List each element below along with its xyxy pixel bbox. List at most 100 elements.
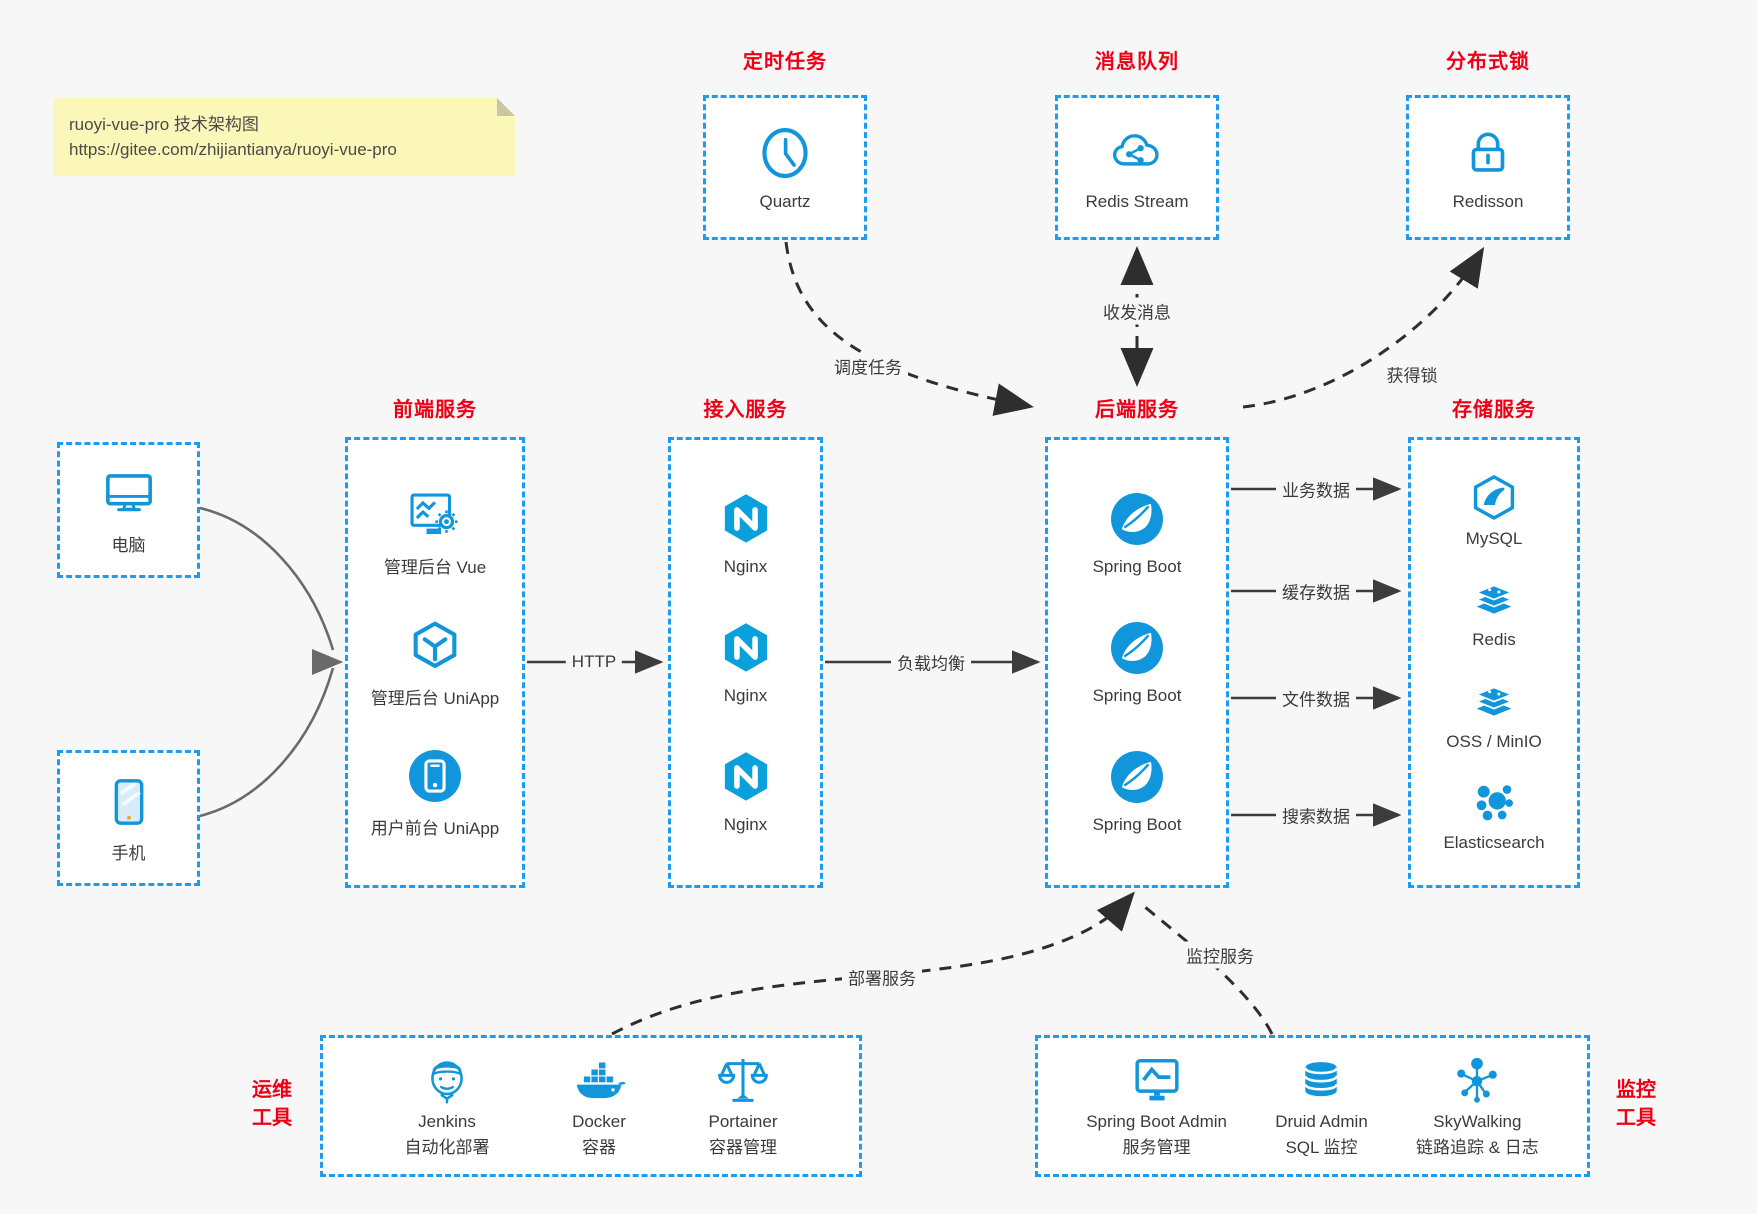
storage-box: MySQL Redis OSS (1408, 437, 1580, 888)
tool-jenkins: Jenkins 自动化部署 (405, 1052, 490, 1160)
lock-icon (1459, 124, 1517, 182)
edge-label-acquire-lock: 获得锁 (1380, 360, 1444, 388)
tool-druid-admin: Druid Admin SQL 监控 (1275, 1052, 1368, 1160)
admin-vue-icon (406, 486, 464, 544)
tool-desc: 容器 (582, 1138, 616, 1157)
node-label: Redis (1472, 630, 1516, 650)
edge-label-file-data: 文件数据 (1276, 684, 1356, 712)
portainer-scales-icon (715, 1052, 771, 1108)
skywalking-network-icon (1449, 1052, 1505, 1108)
node-redis: Redis (1468, 573, 1520, 650)
quartz-box: Quartz (703, 95, 867, 240)
column-title-gateway: 接入服务 (703, 399, 788, 421)
spring-boot-icon (1108, 490, 1166, 548)
tool-name: Portainer (708, 1112, 778, 1131)
tool-desc: 链路追踪 & 日志 (1415, 1138, 1539, 1157)
monitor-tools-title-line2: 工具 (1616, 1107, 1656, 1129)
tool-desc: 自动化部署 (404, 1138, 490, 1157)
gateway-box: Nginx Nginx Nginx (668, 437, 823, 888)
nginx-icon (717, 490, 775, 548)
backend-box: Spring Boot Spring Boot Spring Boot (1045, 437, 1229, 888)
phone-icon (100, 773, 158, 831)
redis-stack-icon (1468, 573, 1520, 625)
edge-monitor-service (1139, 901, 1274, 1035)
node-admin-uniapp: 管理后台 UniApp (371, 617, 499, 709)
node-nginx-2: Nginx (717, 619, 775, 706)
node-label: Elasticsearch (1443, 832, 1545, 852)
mysql-icon (1468, 472, 1520, 524)
tool-name: Spring Boot Admin (1086, 1112, 1227, 1131)
tool-name: Druid Admin (1275, 1112, 1368, 1131)
node-admin-vue: 管理后台 Vue (384, 486, 486, 578)
tool-desc: 服务管理 (1122, 1138, 1191, 1157)
node-label: OSS / MinIO (1446, 731, 1542, 751)
monitor-tools-title: 监控 工具 (1600, 1076, 1672, 1132)
user-app-icon (406, 747, 464, 805)
tool-name: Docker (572, 1112, 626, 1131)
monitor-tools-title-line1: 监控 (1616, 1079, 1656, 1101)
node-label: Redis Stream (1085, 191, 1189, 211)
note-fold-corner (497, 98, 515, 116)
node-springboot-3: Spring Boot (1092, 748, 1182, 835)
node-springboot-1: Spring Boot (1092, 490, 1182, 577)
clock-icon (756, 124, 814, 182)
tool-name: SkyWalking (1433, 1112, 1522, 1131)
node-nginx-3: Nginx (717, 748, 775, 835)
edge-label-cache-data: 缓存数据 (1276, 577, 1356, 605)
edge-phone-to-frontend (199, 667, 335, 818)
edge-pc-to-frontend (199, 506, 335, 651)
group-title-distributed-lock: 分布式锁 (1446, 51, 1530, 73)
tool-name: Jenkins (418, 1112, 476, 1131)
node-springboot-2: Spring Boot (1093, 619, 1181, 706)
node-label: Spring Boot (1092, 815, 1182, 834)
desktop-icon (100, 465, 158, 523)
monitor-tools-box: Spring Boot Admin 服务管理 Druid Admin SQL 监… (1035, 1035, 1590, 1177)
column-title-backend: 后端服务 (1095, 399, 1179, 421)
frontend-box: 管理后台 Vue 管理后台 UniApp 用户前台 UniApp (345, 437, 525, 888)
edge-label-schedule-task: 调度任务 (828, 352, 908, 380)
column-title-storage: 存储服务 (1452, 399, 1536, 421)
node-label: MySQL (1465, 529, 1523, 549)
cloud-share-icon (1108, 124, 1166, 182)
tool-desc: SQL 监控 (1285, 1138, 1358, 1157)
edge-schedule-task (784, 241, 1034, 416)
ops-tools-box: Jenkins 自动化部署 Docker 容器 (320, 1035, 862, 1177)
node-elasticsearch: Elasticsearch (1443, 776, 1545, 853)
node-label: Spring Boot (1092, 557, 1182, 576)
elasticsearch-icon (1468, 776, 1520, 828)
phone-client-box: 手机 (57, 750, 200, 886)
node-label: Nginx (723, 557, 768, 576)
spring-boot-admin-icon (1129, 1052, 1185, 1108)
node-label: Redisson (1452, 191, 1524, 211)
oss-stack-icon (1468, 675, 1520, 727)
node-mysql: MySQL (1465, 472, 1523, 549)
spring-boot-icon (1108, 619, 1166, 677)
ops-tools-title: 运维 工具 (236, 1076, 308, 1132)
tool-portainer: Portainer 容器管理 (708, 1052, 778, 1160)
ops-tools-title-line1: 运维 (252, 1079, 292, 1101)
edge-label-business-data: 业务数据 (1276, 475, 1356, 503)
edge-label-http: HTTP (565, 651, 623, 673)
node-label: 手机 (111, 843, 146, 863)
edge-label-load-balance: 负载均衡 (891, 648, 971, 676)
edge-deploy-service (611, 891, 1135, 1036)
edge-acquire-lock (1242, 246, 1485, 409)
node-label: Nginx (723, 686, 768, 705)
jenkins-icon (419, 1052, 475, 1108)
tool-skywalking: SkyWalking 链路追踪 & 日志 (1416, 1052, 1539, 1160)
group-title-message-queue: 消息队列 (1095, 51, 1179, 73)
pc-client-box: 电脑 (57, 442, 200, 578)
note-url: https://gitee.com/zhijiantianya/ruoyi-vu… (69, 140, 397, 159)
edge-label-search-data: 搜索数据 (1276, 801, 1356, 829)
column-title-frontend: 前端服务 (393, 399, 477, 421)
group-title-scheduled-jobs: 定时任务 (743, 51, 827, 73)
node-label: 管理后台 Vue (383, 558, 487, 578)
node-label: 电脑 (111, 535, 146, 555)
node-label: 管理后台 UniApp (370, 688, 500, 708)
node-user-uniapp: 用户前台 UniApp (371, 747, 499, 839)
nginx-icon (717, 619, 775, 677)
edge-label-deploy-service: 部署服务 (842, 963, 922, 991)
druid-database-icon (1293, 1052, 1349, 1108)
ops-tools-title-line2: 工具 (252, 1107, 292, 1129)
